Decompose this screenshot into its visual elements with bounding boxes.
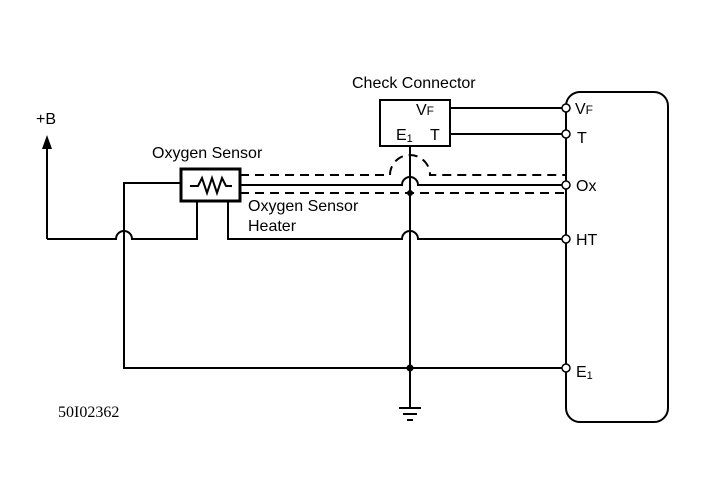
plus-b-arrow bbox=[42, 135, 52, 149]
ecu-pin-ox-label: Ox bbox=[576, 178, 596, 195]
ecu-pin-ht-label: HT bbox=[576, 232, 598, 249]
check-connector-box bbox=[379, 99, 451, 147]
heater-label-line1: Oxygen Sensor bbox=[248, 198, 359, 215]
shield-top bbox=[240, 154, 566, 176]
ecu-pin-e1 bbox=[561, 363, 571, 373]
connector-vf-label: VF bbox=[416, 102, 434, 119]
ecu-pin-t-label: T bbox=[577, 130, 587, 147]
ecu-pin-ht bbox=[561, 234, 571, 244]
ecu-pin-ox bbox=[561, 180, 571, 190]
oxygen-sensor-heater-element bbox=[190, 174, 232, 197]
ecu-box bbox=[565, 91, 669, 423]
check-connector-label: Check Connector bbox=[352, 75, 476, 92]
connector-t-label: T bbox=[430, 127, 440, 144]
ground-icon bbox=[399, 407, 421, 421]
heater-label-line2: Heater bbox=[248, 218, 297, 235]
junction-dot-ground bbox=[406, 364, 414, 372]
heater-wire bbox=[47, 201, 198, 240]
plus-b-label: +B bbox=[36, 111, 56, 128]
oxygen-sensor-label: Oxygen Sensor bbox=[152, 145, 263, 162]
connector-e1-label: E1 bbox=[396, 127, 413, 145]
figure-code: 50I02362 bbox=[58, 404, 119, 421]
ecu-pin-e1-label: E1 bbox=[576, 364, 593, 382]
ht-wire bbox=[227, 201, 566, 240]
ecu-pin-t bbox=[561, 129, 571, 139]
ox-signal-wire bbox=[240, 176, 566, 186]
junction-dot-shield bbox=[407, 190, 413, 196]
ecu-pin-vf bbox=[561, 103, 571, 113]
sensor-ground-wire bbox=[123, 182, 566, 369]
ecu-pin-vf-label: VF bbox=[575, 101, 593, 118]
